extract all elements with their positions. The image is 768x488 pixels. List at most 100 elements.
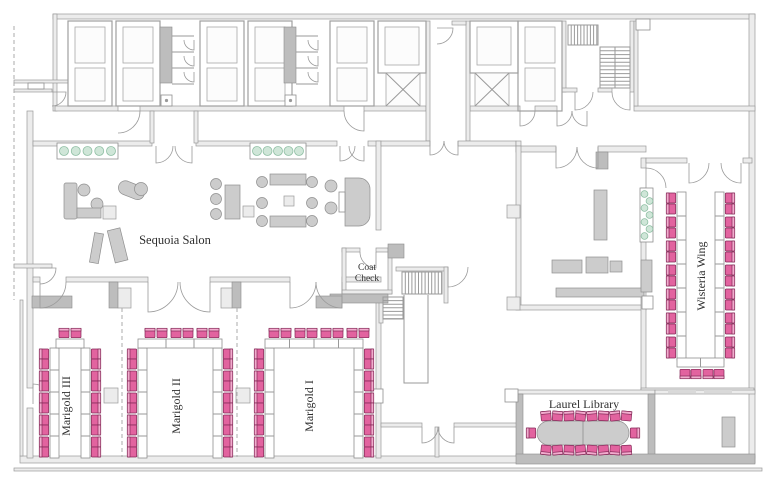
chair xyxy=(713,368,725,380)
coat-check-label-line1: Coat xyxy=(358,263,376,273)
meeting-tables xyxy=(49,191,725,459)
chair xyxy=(182,327,194,339)
chair xyxy=(363,370,375,382)
door-header xyxy=(668,390,696,393)
chair xyxy=(574,444,587,456)
chair xyxy=(222,358,234,370)
chair xyxy=(38,402,50,414)
chair xyxy=(38,370,50,382)
walls xyxy=(13,13,763,472)
door xyxy=(556,110,573,127)
chair xyxy=(563,444,575,456)
chair xyxy=(126,370,138,382)
chair xyxy=(665,203,677,215)
chair xyxy=(665,323,677,335)
door xyxy=(155,145,174,164)
door xyxy=(183,39,195,51)
door xyxy=(436,27,454,45)
chair xyxy=(126,358,138,370)
door xyxy=(343,110,365,132)
meeting-chairs xyxy=(38,192,736,458)
service-counter xyxy=(555,287,645,298)
chair xyxy=(724,275,736,287)
door xyxy=(179,281,211,313)
service-counter xyxy=(593,189,608,241)
door xyxy=(429,140,445,156)
lounge-chair xyxy=(324,179,338,193)
wisteria-wall-furniture xyxy=(640,259,654,310)
chair xyxy=(90,424,102,436)
chair xyxy=(38,436,50,448)
side-table xyxy=(283,195,295,207)
chair xyxy=(90,414,102,426)
chair xyxy=(222,402,234,414)
chair xyxy=(665,275,677,287)
chair xyxy=(620,444,633,456)
av-cabinet xyxy=(640,259,653,293)
side-table xyxy=(102,205,117,220)
table-run xyxy=(137,347,148,459)
chair xyxy=(253,348,265,360)
pillar xyxy=(103,387,119,404)
door xyxy=(555,146,578,169)
chair xyxy=(551,444,564,456)
chair xyxy=(665,216,677,228)
wisteria-wing-label: Wisteria Wing xyxy=(694,241,708,310)
chair xyxy=(609,444,621,456)
chair xyxy=(268,327,280,339)
chair xyxy=(126,414,138,426)
chair xyxy=(724,240,736,252)
door xyxy=(447,266,469,288)
chair xyxy=(253,380,265,392)
door xyxy=(571,110,588,127)
chair xyxy=(90,380,102,392)
door-swings xyxy=(32,27,742,444)
door xyxy=(720,162,742,184)
sequoia-salon-label: Sequoia Salon xyxy=(139,233,212,247)
laurel-library-label: Laurel Library xyxy=(549,397,619,411)
chair xyxy=(702,368,714,380)
sofa xyxy=(63,182,78,220)
door xyxy=(39,281,67,309)
table-run xyxy=(55,338,85,349)
chair xyxy=(724,312,736,324)
chair xyxy=(126,402,138,414)
chair xyxy=(540,410,552,422)
chair xyxy=(253,402,265,414)
chair xyxy=(222,348,234,360)
credenza xyxy=(721,416,736,448)
chair xyxy=(609,410,621,422)
chair xyxy=(90,402,102,414)
chair xyxy=(358,327,370,339)
door xyxy=(117,110,141,134)
door xyxy=(443,140,459,156)
chair xyxy=(363,402,375,414)
chair xyxy=(222,424,234,436)
chair xyxy=(38,424,50,436)
chair xyxy=(90,370,102,382)
chair xyxy=(363,436,375,448)
chair xyxy=(253,424,265,436)
chair xyxy=(363,392,375,404)
chair xyxy=(551,410,564,422)
stair xyxy=(401,271,443,295)
chair xyxy=(222,446,234,458)
easel xyxy=(106,227,129,264)
chair xyxy=(253,358,265,370)
chair xyxy=(724,347,736,359)
chair xyxy=(306,327,318,339)
chair xyxy=(144,327,156,339)
chair xyxy=(724,227,736,239)
service-counter xyxy=(585,256,609,274)
chair xyxy=(126,348,138,360)
chair xyxy=(665,251,677,263)
chair xyxy=(222,436,234,448)
door xyxy=(519,110,536,127)
chair xyxy=(665,312,677,324)
chair xyxy=(724,299,736,311)
chair xyxy=(253,392,265,404)
chair xyxy=(665,347,677,359)
chair xyxy=(196,327,208,339)
chair xyxy=(38,380,50,392)
